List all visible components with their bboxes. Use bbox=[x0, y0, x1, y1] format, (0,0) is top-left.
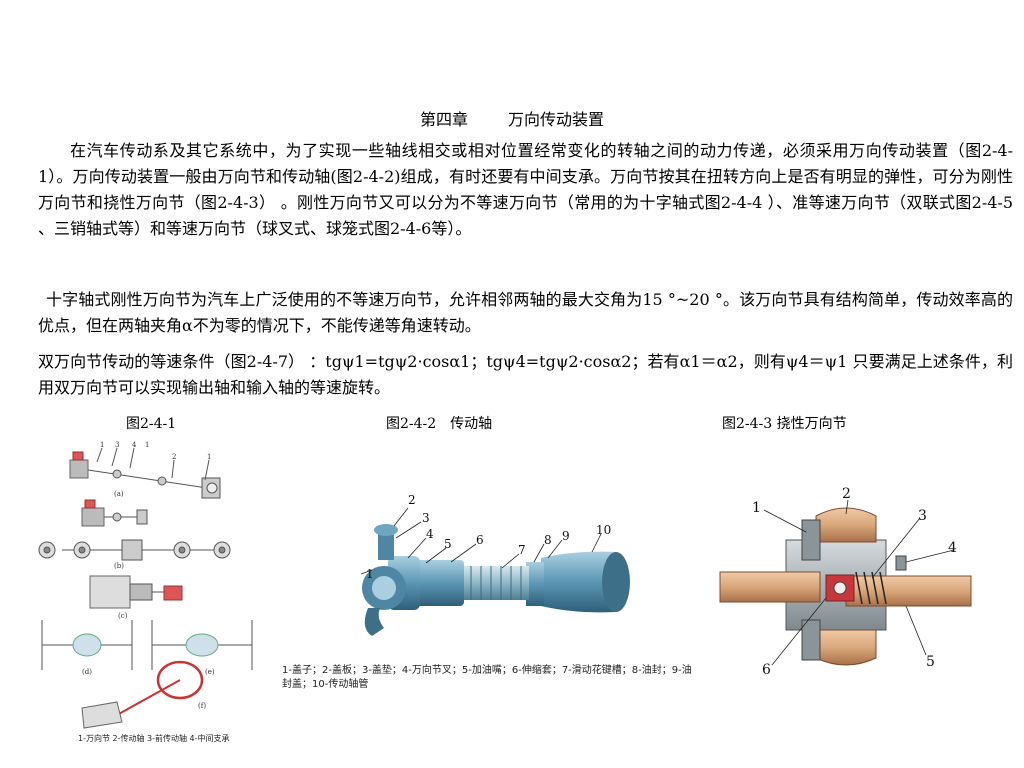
fig3-part-3: 3 bbox=[918, 508, 927, 524]
figure-caption-2-4-1: 图2-4-1 bbox=[126, 416, 177, 432]
fig1-label-f: (f) bbox=[198, 702, 206, 710]
fig2-part-9: 9 bbox=[562, 529, 570, 543]
fig3-part-4: 4 bbox=[948, 540, 957, 556]
chapter-name: 万向传动装置 bbox=[508, 110, 605, 129]
paragraph-double-joint: 双万向节传动的等速条件（图2-4-7） ：tgψ1=tgψ2·cosα1；tgψ… bbox=[38, 352, 1013, 397]
fig3-part-5: 5 bbox=[926, 654, 935, 670]
paragraph-intro: 在汽车传动系及其它系统中，为了实现一些轴线相交或相对位置经常变化的转轴之间的动力… bbox=[38, 141, 1013, 238]
figure-drive-shaft: 1 2 3 4 5 6 7 8 9 10 bbox=[276, 478, 701, 703]
fig2-part-10: 10 bbox=[596, 523, 611, 537]
fig1-part-6: 1 bbox=[207, 453, 211, 461]
fig2-part-4: 4 bbox=[426, 527, 434, 541]
fig2-part-1: 1 bbox=[366, 567, 374, 581]
fig1-part-4: 1 bbox=[145, 441, 149, 449]
fig3-part-1: 1 bbox=[752, 500, 761, 516]
fig2-part-2: 2 bbox=[408, 493, 416, 507]
figure-drivetrain-layouts: (a) (b) (c) (d) (e) (f) 1 3 4 1 2 1 bbox=[22, 440, 276, 748]
fig1-label-a: (a) bbox=[114, 490, 124, 498]
figure-flexible-joint: 1 2 3 4 5 6 bbox=[716, 480, 981, 680]
fig1-part-3: 4 bbox=[132, 441, 137, 449]
paragraph-cross-joint: 十字轴式刚性万向节为汽车上广泛使用的不等速万向节，允许相邻两轴的最大交角为15 … bbox=[38, 290, 1013, 335]
fig2-part-8: 8 bbox=[544, 533, 552, 547]
figure-caption-2-4-2: 图2-4-2 传动轴 bbox=[386, 416, 493, 432]
chapter-title: 第四章 万向传动装置 bbox=[0, 106, 1024, 134]
fig1-part-1: 1 bbox=[100, 441, 104, 449]
fig2-part-6: 6 bbox=[476, 533, 484, 547]
fig1-label-b: (b) bbox=[114, 562, 124, 570]
chapter-number: 第四章 bbox=[419, 110, 468, 129]
fig1-label-d: (d) bbox=[82, 668, 92, 676]
fig1-label-c: (c) bbox=[118, 612, 128, 620]
figure-caption-2-4-3: 图2-4-3 挠性万向节 bbox=[722, 416, 847, 432]
fig1-legend: 1-万向节 2-传动轴 3-前传动轴 4-中间支承 bbox=[78, 734, 230, 743]
fig3-part-6: 6 bbox=[762, 662, 771, 678]
fig2-part-5: 5 bbox=[444, 537, 452, 551]
fig3-part-2: 2 bbox=[842, 486, 851, 502]
fig2-legend: 1-盖子；2-盖板；3-盖垫；4-万向节叉；5-加油嘴；6-伸缩套；7-滑动花键… bbox=[282, 665, 692, 690]
fig1-label-e: (e) bbox=[205, 668, 215, 676]
fig2-part-3: 3 bbox=[422, 511, 430, 525]
fig1-part-5: 2 bbox=[172, 453, 176, 461]
fig1-part-2: 3 bbox=[115, 441, 119, 449]
fig2-part-7: 7 bbox=[518, 543, 526, 557]
